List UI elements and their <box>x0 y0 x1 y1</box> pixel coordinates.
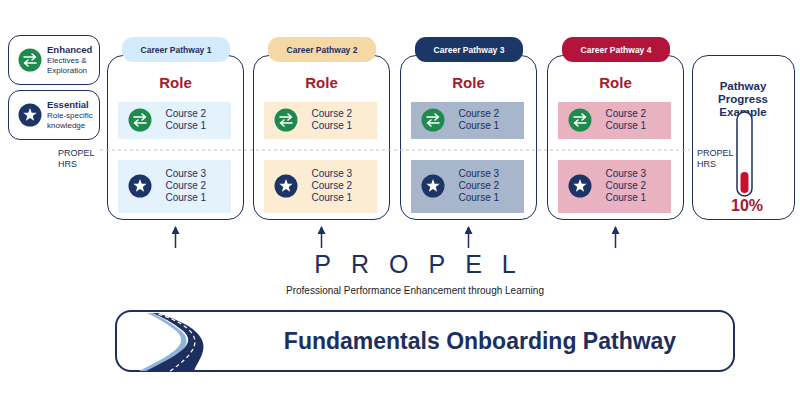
course-name: Course 3 <box>606 168 671 180</box>
course-box: Course 3Course 2Course 1 <box>264 160 377 213</box>
onboarding-title: Fundamentals Onboarding Pathway <box>284 328 676 355</box>
course-name: Course 2 <box>606 180 671 192</box>
pathway-title: Career Pathway 4 <box>581 45 652 55</box>
role-card: RoleCourse 2Course 1Course 3Course 2Cour… <box>547 55 684 220</box>
legend-box: EssentialRole-specific knowledge <box>8 90 100 140</box>
course-name: Course 2 <box>166 108 231 120</box>
legend-description: Role-specific knowledge <box>47 111 96 131</box>
course-name: Course 1 <box>312 192 377 204</box>
course-box: Course 2Course 1 <box>558 102 671 139</box>
hours-label: PROPEL HRS <box>58 148 102 170</box>
role-heading: Role <box>108 74 243 91</box>
course-name: Course 1 <box>459 120 524 132</box>
progress-box: Pathway Progress ExamplePROPEL HRS 10% <box>692 55 795 220</box>
course-name: Course 1 <box>312 120 377 132</box>
progress-heading: Pathway Progress Example <box>708 80 778 119</box>
pathway-title: Career Pathway 2 <box>287 45 358 55</box>
course-name: Course 2 <box>312 108 377 120</box>
course-name: Course 2 <box>459 180 524 192</box>
progress-value: 10% <box>717 197 777 215</box>
course-box: Course 2Course 1 <box>264 102 377 139</box>
role-heading: Role <box>548 74 683 91</box>
course-box: Course 3Course 2Course 1 <box>411 160 524 213</box>
role-heading: Role <box>254 74 389 91</box>
course-box: Course 3Course 2Course 1 <box>558 160 671 213</box>
pathway-tab: Career Pathway 1 <box>122 37 230 62</box>
course-name: Course 1 <box>606 120 671 132</box>
course-name: Course 1 <box>606 192 671 204</box>
diagram-title: PROPEL <box>215 250 615 279</box>
up-arrow <box>175 227 177 248</box>
role-card: RoleCourse 2Course 1Course 3Course 2Cour… <box>400 55 537 220</box>
up-arrow <box>615 227 617 248</box>
course-name: Course 3 <box>312 168 377 180</box>
course-box: Course 2Course 1 <box>118 102 231 139</box>
course-name: Course 3 <box>166 168 231 180</box>
course-name: Course 2 <box>459 108 524 120</box>
course-name: Course 1 <box>166 120 231 132</box>
legend-description: Electives & Exploration <box>47 56 96 76</box>
legend-box: EnhancedElectives & Exploration <box>8 35 100 85</box>
onboarding-box: Fundamentals Onboarding Pathway <box>115 310 735 372</box>
role-card: RoleCourse 2Course 1Course 3Course 2Cour… <box>253 55 390 220</box>
role-card: RoleCourse 2Course 1Course 3Course 2Cour… <box>107 55 244 220</box>
course-name: Course 2 <box>606 108 671 120</box>
legend-heading: Enhanced <box>47 44 96 56</box>
up-arrow <box>321 227 323 248</box>
role-heading: Role <box>401 74 536 91</box>
up-arrow <box>468 227 470 248</box>
course-name: Course 1 <box>166 192 231 204</box>
course-name: Course 1 <box>459 192 524 204</box>
legend-heading: Essential <box>47 99 96 111</box>
pathway-tab: Career Pathway 4 <box>562 37 670 62</box>
course-name: Course 2 <box>312 180 377 192</box>
course-box: Course 3Course 2Course 1 <box>118 160 231 213</box>
acronym-expansion: Professional Performance Enhancement thr… <box>215 285 615 296</box>
pathway-title: Career Pathway 3 <box>434 45 505 55</box>
hours-label: PROPEL HRS <box>697 148 735 170</box>
course-name: Course 2 <box>166 180 231 192</box>
course-box: Course 2Course 1 <box>411 102 524 139</box>
pathway-title: Career Pathway 1 <box>141 45 212 55</box>
pathway-tab: Career Pathway 3 <box>415 37 523 62</box>
pathway-tab: Career Pathway 2 <box>268 37 376 62</box>
course-name: Course 3 <box>459 168 524 180</box>
